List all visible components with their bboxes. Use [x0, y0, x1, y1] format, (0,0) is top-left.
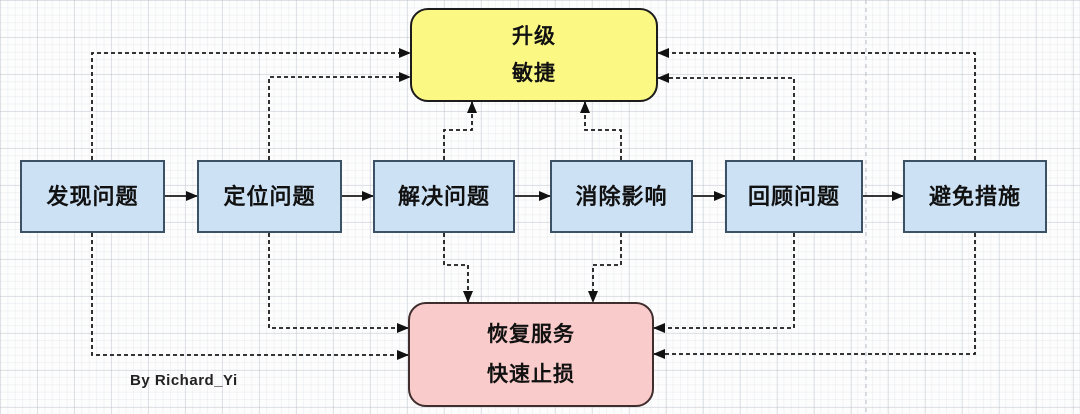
node-prevent-measures-label: 避免措施 [928, 183, 1021, 209]
node-restore-service: 恢复服务 快速止损 [408, 302, 654, 407]
node-solve-problem-label: 解决问题 [397, 183, 490, 209]
node-escalate-agile-line2: 敏捷 [512, 62, 556, 85]
connector-prevent-to-bottom [653, 233, 976, 359]
connector-discover-to-bottom [91, 233, 409, 360]
connector-review-to-top [657, 73, 795, 160]
connector-locate-to-top [268, 72, 411, 160]
node-review-problem-label: 回顾问题 [747, 183, 840, 209]
connector-eliminate-to-bottom [588, 233, 622, 303]
node-locate-problem: 定位问题 [197, 160, 342, 233]
node-review-problem: 回顾问题 [725, 160, 863, 233]
node-prevent-measures: 避免措施 [903, 160, 1047, 233]
connector-locate-to-bottom [268, 233, 409, 333]
connector-solve-to-top [443, 101, 477, 160]
connector-prevent-to-top [657, 48, 976, 160]
node-solve-problem: 解决问题 [373, 160, 515, 233]
node-restore-service-line1: 恢复服务 [487, 322, 575, 346]
connector-solve-to-bottom [443, 233, 473, 303]
node-eliminate-impact: 消除影响 [550, 160, 693, 233]
node-eliminate-impact-label: 消除影响 [575, 183, 668, 209]
connector-review-to-bottom [653, 233, 795, 333]
node-escalate-agile: 升级 敏捷 [410, 8, 658, 102]
connector-eliminate-to-top [580, 101, 622, 160]
author-credit: By Richard_Yi [130, 372, 238, 389]
node-escalate-agile-line1: 升级 [512, 25, 556, 48]
node-restore-service-line2: 快速止损 [487, 363, 575, 387]
node-discover-problem: 发现问题 [20, 160, 165, 233]
connector-discover-to-top [91, 48, 411, 160]
node-locate-problem-label: 定位问题 [223, 183, 316, 209]
node-discover-problem-label: 发现问题 [46, 183, 139, 209]
